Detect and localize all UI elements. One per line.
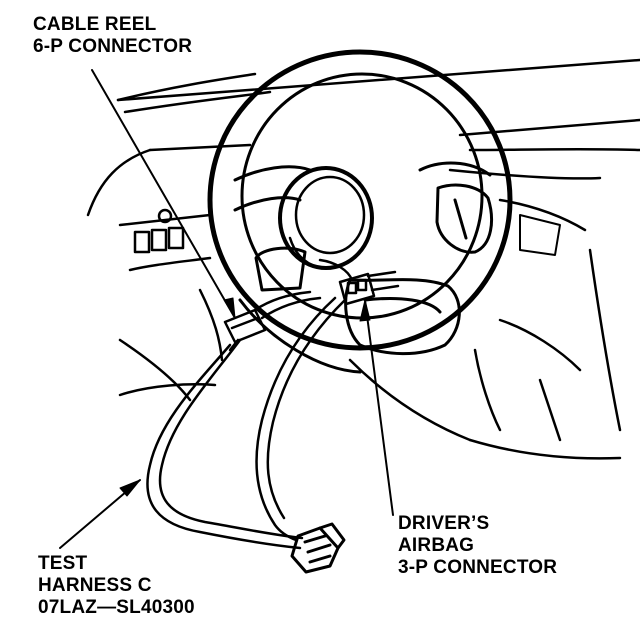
arrowheads [119, 297, 371, 497]
cable-reel-label-line1: CABLE REEL [33, 14, 157, 35]
cable-reel-label-line2: 6-P CONNECTOR [33, 36, 193, 57]
cable-reel-label: CABLE REEL 6-P CONNECTOR [33, 14, 192, 58]
lower-spoke [238, 246, 461, 374]
wheel-hub [278, 166, 374, 270]
test-harness-plug [290, 522, 346, 574]
driver-airbag-label-line2: AIRBAG [398, 535, 475, 556]
driver-airbag-label-line3: 3-P CONNECTOR [398, 557, 558, 578]
cable-reel-connector [223, 290, 322, 352]
driver-airbag-label-line1: DRIVER’S [398, 513, 490, 534]
dashboard-lines [86, 58, 640, 460]
test-harness-label-line1: TEST [38, 553, 88, 574]
test-harness-label-line2: HARNESS C [38, 575, 152, 596]
steering-wheel-rim [207, 49, 513, 351]
leader-lines [59, 69, 394, 549]
driver-airbag-label: DRIVER’S AIRBAG 3-P CONNECTOR [398, 513, 557, 579]
test-harness-cables [146, 296, 347, 550]
switch-panel [133, 208, 224, 362]
test-harness-label-line3: 07LAZ—SL40300 [38, 597, 195, 618]
test-harness-label: TEST HARNESS C 07LAZ—SL40300 [38, 553, 195, 619]
airbag-connector [318, 258, 400, 306]
right-spoke [435, 183, 494, 254]
